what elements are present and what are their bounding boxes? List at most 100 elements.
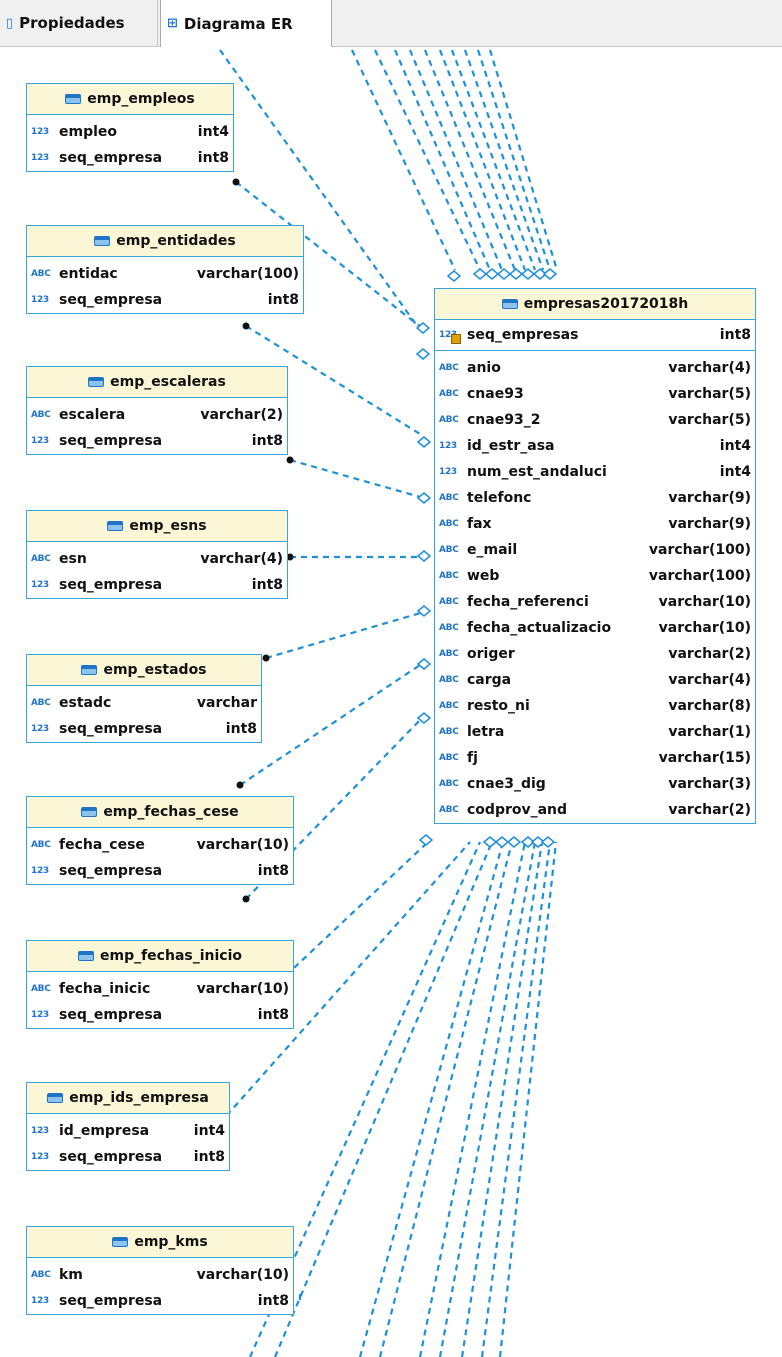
column-name: fax xyxy=(467,516,492,532)
tab-propiedades[interactable]: ▯ Propiedades xyxy=(0,0,158,46)
column-type: varchar(10) xyxy=(658,594,751,610)
column-type-icon: ABC xyxy=(439,363,459,373)
entity-header: emp_fechas_inicio xyxy=(27,941,293,972)
column-name: codprov_and xyxy=(467,802,568,818)
column-name: id_estr_asa xyxy=(467,438,555,454)
column-type: varchar(15) xyxy=(658,750,751,766)
column-type: varchar(4) xyxy=(668,672,751,688)
column-type: varchar(10) xyxy=(196,837,289,853)
column-type-icon: ABC xyxy=(439,779,459,789)
column-type-icon: ABC xyxy=(31,269,51,279)
column-type: varchar(100) xyxy=(648,568,751,584)
column-type-icon: ABC xyxy=(439,675,459,685)
column-type: int4 xyxy=(719,438,751,454)
column-type: varchar(8) xyxy=(668,698,751,714)
column-type: varchar(10) xyxy=(196,1267,289,1283)
column-name: fecha_cese xyxy=(59,837,145,853)
column-type: int4 xyxy=(719,464,751,480)
properties-icon: ▯ xyxy=(6,15,14,31)
column-type: varchar(5) xyxy=(668,412,751,428)
entity-header: emp_empleos xyxy=(27,84,233,115)
column-row[interactable]: 123 id_estr_asa int4 xyxy=(435,433,755,459)
entity-header: emp_fechas_cese xyxy=(27,797,293,828)
column-name: letra xyxy=(467,724,505,740)
column-type: int8 xyxy=(719,327,751,343)
column-type-icon: 123 xyxy=(31,127,49,137)
column-name: cnae93 xyxy=(467,386,524,402)
column-name: web xyxy=(467,568,500,584)
column-type: varchar(2) xyxy=(668,802,751,818)
entity-title: emp_fechas_cese xyxy=(103,804,239,820)
table-icon xyxy=(112,1237,129,1247)
column-type-icon: 123 xyxy=(439,441,457,451)
column-type-icon: ABC xyxy=(439,649,459,659)
column-name: anio xyxy=(467,360,501,376)
column-type-icon: ABC xyxy=(31,840,51,850)
tab-diagrama-er[interactable]: ⊞ Diagrama ER xyxy=(160,0,332,47)
column-row[interactable]: ABC fecha_cese varchar(10) xyxy=(27,832,293,858)
column-name: seq_empresa xyxy=(59,1149,163,1165)
column-type: varchar(5) xyxy=(668,386,751,402)
entity-title: emp_ids_empresa xyxy=(69,1090,209,1106)
entity-title: emp_fechas_inicio xyxy=(99,948,243,964)
entity-title: emp_escaleras xyxy=(110,374,226,390)
column-type-icon: 123 xyxy=(439,467,457,477)
column-name: seq_empresa xyxy=(59,1007,163,1023)
column-name: seq_empresa xyxy=(59,577,163,593)
column-type: varchar(100) xyxy=(648,542,751,558)
entity-header: emp_escaleras xyxy=(27,367,287,398)
column-name: resto_ni xyxy=(467,698,530,714)
column-name: km xyxy=(59,1267,83,1283)
column-type: int8 xyxy=(257,1007,289,1023)
